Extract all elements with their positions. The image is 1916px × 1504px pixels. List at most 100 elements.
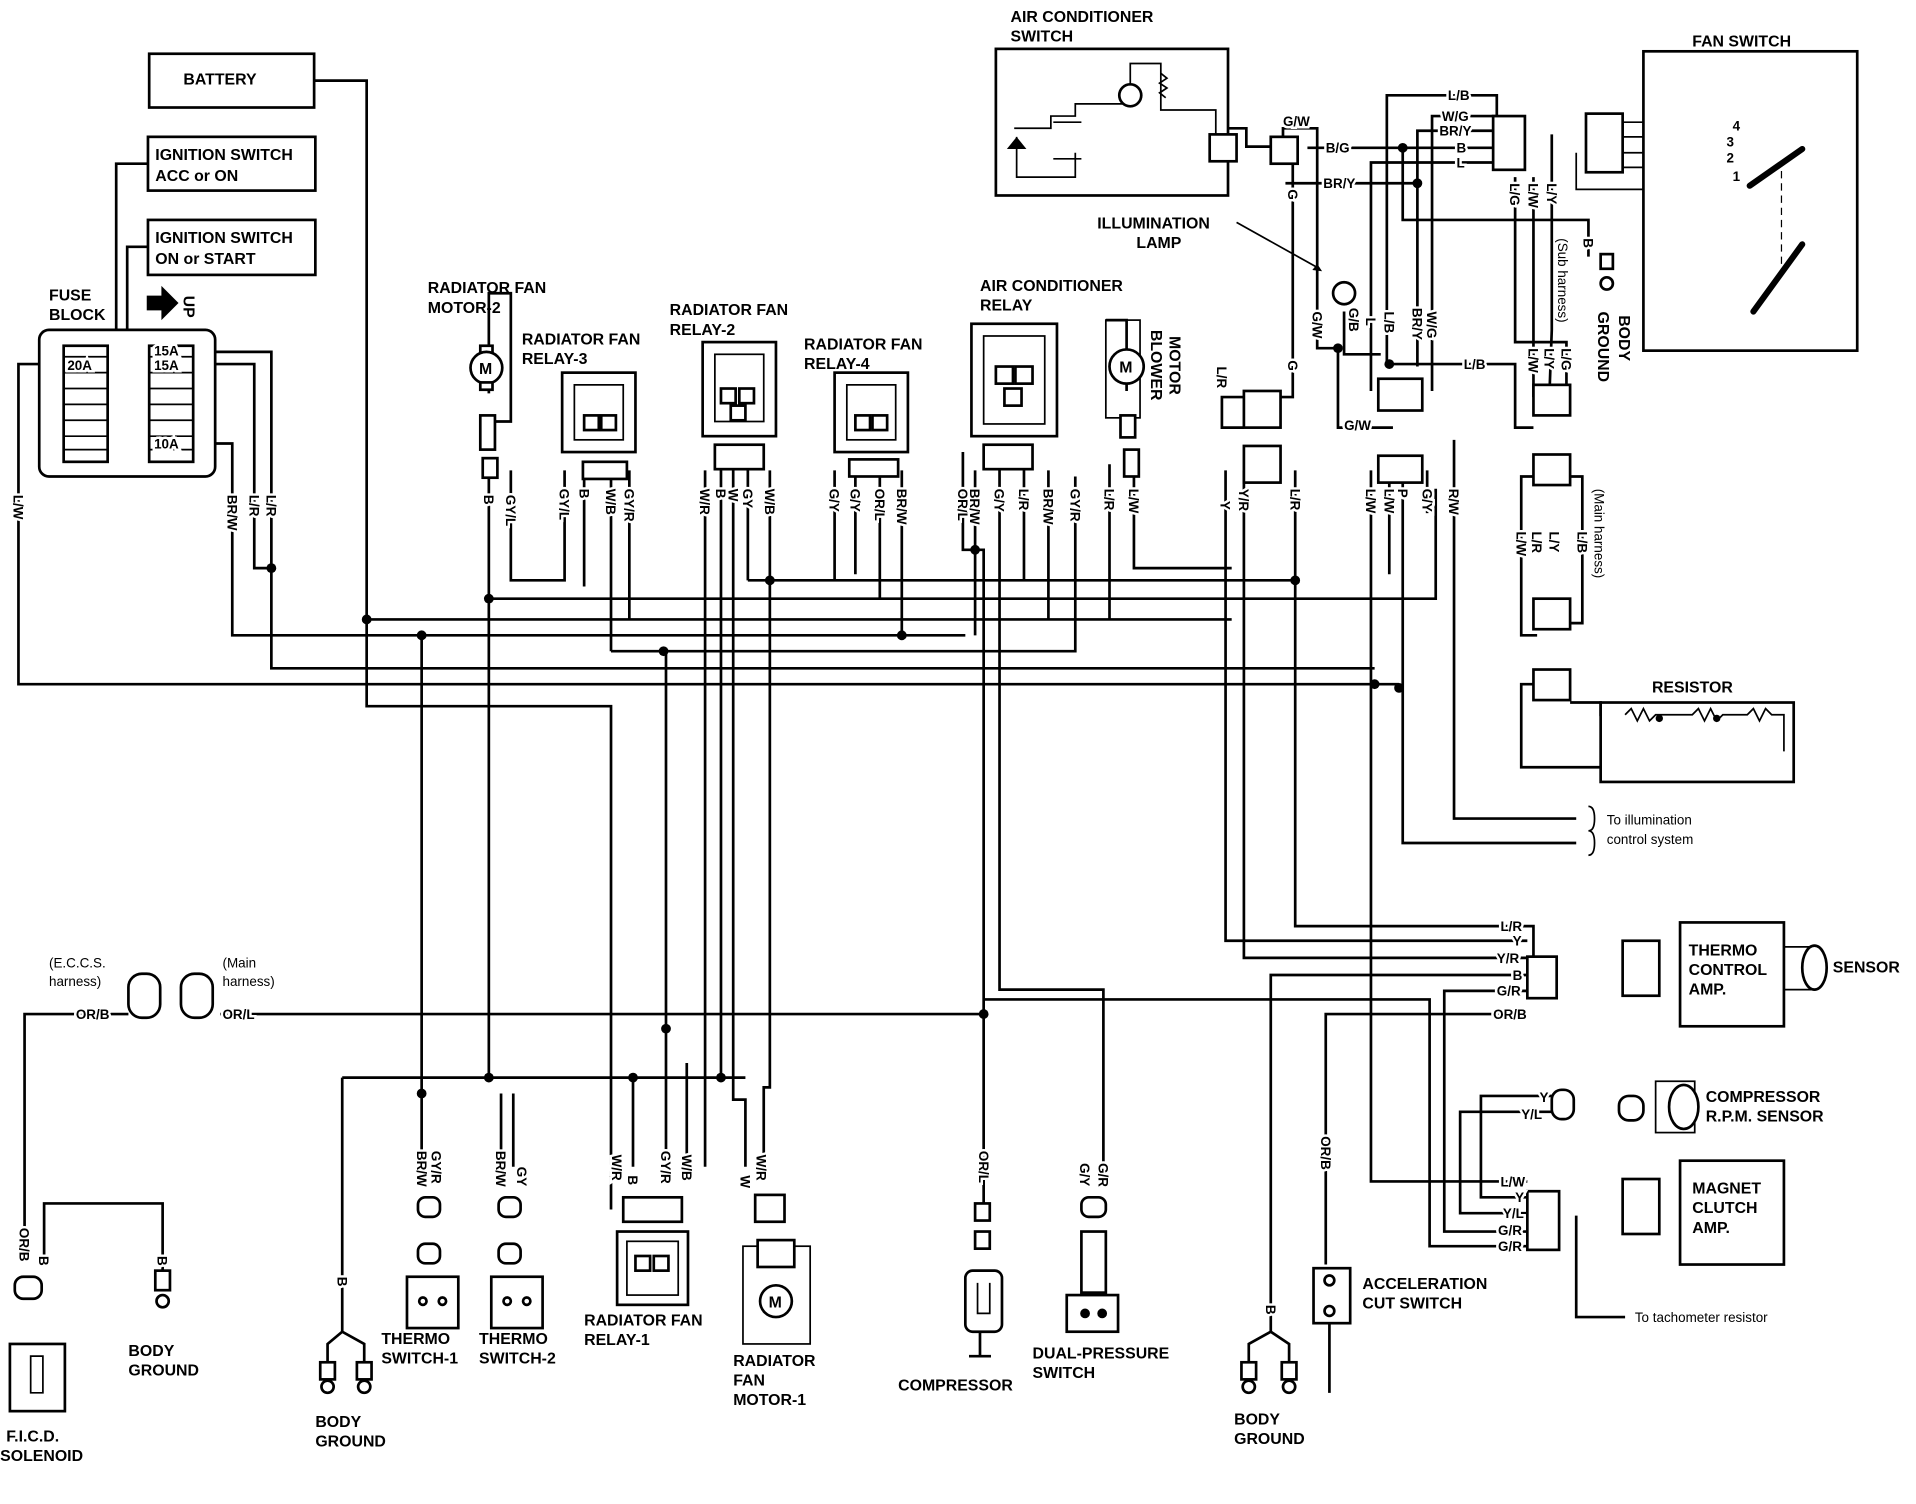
rfm2-label-1: RADIATOR FAN <box>428 280 546 297</box>
blower-motor: M BLOWER MOTOR <box>1104 319 1182 478</box>
wire-label: G/R <box>1096 1163 1111 1187</box>
motor-icon <box>1108 348 1146 385</box>
wire-label: Y <box>1218 501 1233 510</box>
body-ground-1: BODY GROUND <box>128 1269 199 1380</box>
wire-label: G/Y <box>1077 1163 1092 1186</box>
wire-label: B <box>1263 1305 1278 1315</box>
wire-mh-left <box>1519 475 1538 637</box>
acr-label-2: RELAY <box>980 297 1033 314</box>
connector <box>416 1195 442 1219</box>
wire-label: B <box>36 1256 51 1266</box>
wire-rpm-y <box>1479 1094 1552 1199</box>
wire-label: B <box>155 1256 170 1266</box>
connector <box>179 972 215 1020</box>
fuse-20a: 20A <box>67 358 92 373</box>
ignition-switch-on: IGNITION SWITCH ON or START <box>146 218 317 277</box>
wire-label: L/W <box>1500 1174 1525 1189</box>
wire-label: L/W <box>1526 348 1541 373</box>
wire-lw-r <box>1369 470 1528 1183</box>
radiator-fan-relay-3: RADIATOR FAN RELAY-3 <box>522 332 640 481</box>
wire-label: G/Y <box>827 489 842 512</box>
wire-tach <box>1574 1215 1626 1319</box>
wire-label: B <box>334 1277 349 1287</box>
wire-label: L/Y <box>1541 348 1556 369</box>
wire-label: L/B <box>1574 531 1589 553</box>
thermo-control-amp: THERMO CONTROL AMP. SENSOR <box>1526 921 1900 1028</box>
wire-label: B <box>1513 968 1523 983</box>
harness-connectors: (E.C.C.S. harness) (Main harness) <box>49 956 275 1020</box>
radiator-fan-relay-2: RADIATOR FAN RELAY-2 <box>670 302 788 471</box>
ts2-label-1: THERMO <box>479 1331 548 1348</box>
ts2-label-2: SWITCH-2 <box>479 1350 556 1367</box>
wire-rw <box>1452 439 1577 820</box>
connector <box>847 458 900 478</box>
rfm1-label-3: MOTOR-1 <box>733 1392 806 1409</box>
tca-label-1: THERMO <box>1689 942 1758 959</box>
junction <box>1369 679 1380 690</box>
tca-label-3: AMP. <box>1689 982 1727 999</box>
wire-label: L/R <box>1214 367 1229 389</box>
wire-label: G/W <box>1309 312 1324 339</box>
lamp-icon <box>1117 82 1143 108</box>
position-1: 1 <box>1733 169 1741 184</box>
compressor: COMPRESSOR <box>898 1202 1013 1394</box>
battery-label: BATTERY <box>183 71 257 88</box>
wire-lr-top <box>1220 395 1244 429</box>
wire-res <box>1519 682 1601 769</box>
radiator-fan-motor-1: M RADIATOR FAN MOTOR-1 <box>733 1193 816 1409</box>
wire-label: GY/R <box>1067 489 1082 522</box>
wire-label: GY/L <box>503 495 518 526</box>
wire-label: G <box>1285 360 1300 370</box>
acsw-label-1: AIR CONDITIONER <box>1011 9 1154 26</box>
wire-b-ground <box>1269 973 1528 1332</box>
wire-wg <box>1430 114 1497 391</box>
wire-gw <box>1281 126 1393 429</box>
up-label: UP <box>179 296 196 318</box>
wire-label: GY/R <box>428 1151 443 1184</box>
wire-label: Y <box>1513 934 1522 949</box>
rfr2-label-2: RELAY-2 <box>670 322 736 339</box>
ficd-solenoid: F.I.C.D. SOLENOID <box>0 1275 83 1465</box>
wire-label: Y <box>1540 1090 1549 1105</box>
wire-label: R/W <box>1446 489 1461 515</box>
bg2-label-2: GROUND <box>315 1434 386 1451</box>
dps-label-1: DUAL-PRESSURE <box>1033 1346 1170 1363</box>
thermo-switch-2: THERMO SWITCH-2 <box>479 1195 556 1367</box>
ign-acc-label-2: ACC or ON <box>155 168 238 185</box>
wire-label: L/R <box>263 495 278 517</box>
ground-icon <box>1241 1379 1257 1395</box>
illum-label-2: LAMP <box>1136 235 1181 252</box>
battery: BATTERY <box>147 52 316 109</box>
wire-mh-right <box>1570 475 1584 625</box>
switch-lever[interactable] <box>1746 146 1806 189</box>
ficd-label-1: F.I.C.D. <box>6 1429 59 1446</box>
position-4: 4 <box>1733 119 1741 134</box>
resistor: RESISTOR <box>1599 680 1796 784</box>
wire-label: L/R <box>1287 489 1302 511</box>
wire-label: L/W <box>1513 531 1528 556</box>
wire-label: L/R <box>1016 489 1031 511</box>
wire-label: GY/R <box>621 489 636 522</box>
mh-left-label-1: (Main <box>222 956 256 971</box>
motor-symbol: M <box>479 361 492 378</box>
wire-label: L <box>1363 318 1378 326</box>
junction <box>416 630 427 641</box>
to-illum-label-2: control system <box>1607 832 1694 847</box>
mh-left-label-2: harness) <box>222 974 274 989</box>
tca-label-2: CONTROL <box>1689 962 1768 979</box>
rfr1-label-1: RADIATOR FAN <box>584 1313 702 1330</box>
wire-label: L/Y <box>1546 531 1561 552</box>
wire-label: OR/B <box>76 1007 110 1022</box>
to-illum-label-1: To illumination <box>1607 813 1692 828</box>
blower-label-2: MOTOR <box>1165 336 1182 395</box>
wire-label: G/B <box>1346 308 1361 332</box>
wire-b-sub <box>1401 147 1590 257</box>
connector <box>1532 668 1572 702</box>
thermo-switch-1: THERMO SWITCH-1 <box>381 1195 460 1367</box>
wire-label: L/W <box>1526 183 1541 208</box>
junction <box>896 630 907 641</box>
wire-label: Y/R <box>1497 951 1520 966</box>
wire-gr2 <box>983 998 1528 1248</box>
ground-icon <box>155 1293 171 1309</box>
wire-label: B <box>481 495 496 505</box>
